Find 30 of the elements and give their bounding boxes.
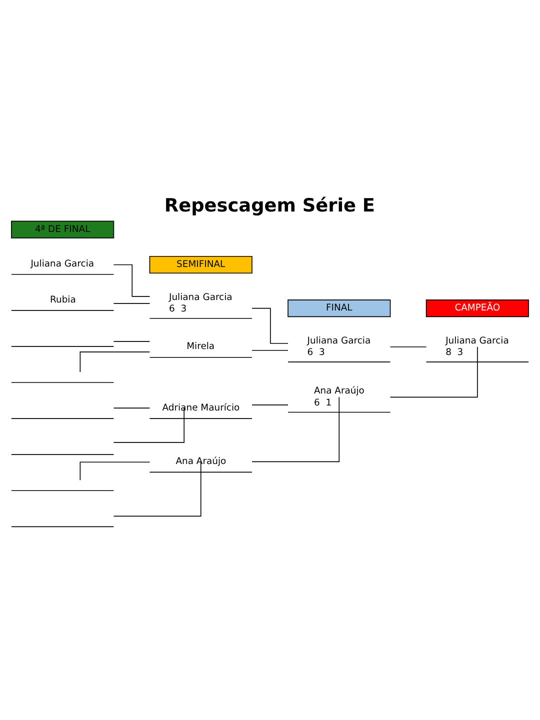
node-line bbox=[11, 490, 114, 491]
connector bbox=[80, 351, 150, 372]
node-text: Adriane Maurício bbox=[162, 402, 240, 413]
connector bbox=[113, 264, 150, 296]
node-text: Juliana Garcia bbox=[30, 258, 94, 269]
label: SEMIFINAL bbox=[176, 258, 226, 270]
connector bbox=[390, 346, 478, 398]
connector bbox=[390, 346, 427, 347]
node-text: Ana Araújo 6 1 bbox=[314, 385, 364, 408]
connector bbox=[113, 407, 150, 408]
node-text: Rubia bbox=[50, 294, 76, 305]
node-text: Juliana Garcia 8 3 bbox=[446, 334, 509, 358]
connector bbox=[113, 460, 202, 516]
connector bbox=[80, 461, 150, 480]
connector bbox=[113, 407, 185, 442]
diagram-title: Repescagem Série E bbox=[164, 195, 376, 216]
connector bbox=[252, 349, 288, 350]
connector bbox=[113, 340, 150, 342]
label: 4ª DE FINAL bbox=[34, 223, 90, 234]
node-text: Juliana Garcia 6 3 bbox=[307, 334, 371, 358]
connector bbox=[252, 396, 340, 462]
label: FINAL bbox=[326, 302, 352, 314]
connector bbox=[252, 404, 288, 405]
node-text: Ana Araújo bbox=[176, 456, 226, 467]
connector bbox=[252, 307, 288, 344]
node-text: Mirela bbox=[186, 340, 215, 352]
label: CAMPEÃO bbox=[454, 302, 500, 314]
node-line bbox=[11, 526, 114, 527]
connector bbox=[113, 302, 150, 304]
node-text: Juliana Garcia 6 3 bbox=[169, 291, 232, 314]
